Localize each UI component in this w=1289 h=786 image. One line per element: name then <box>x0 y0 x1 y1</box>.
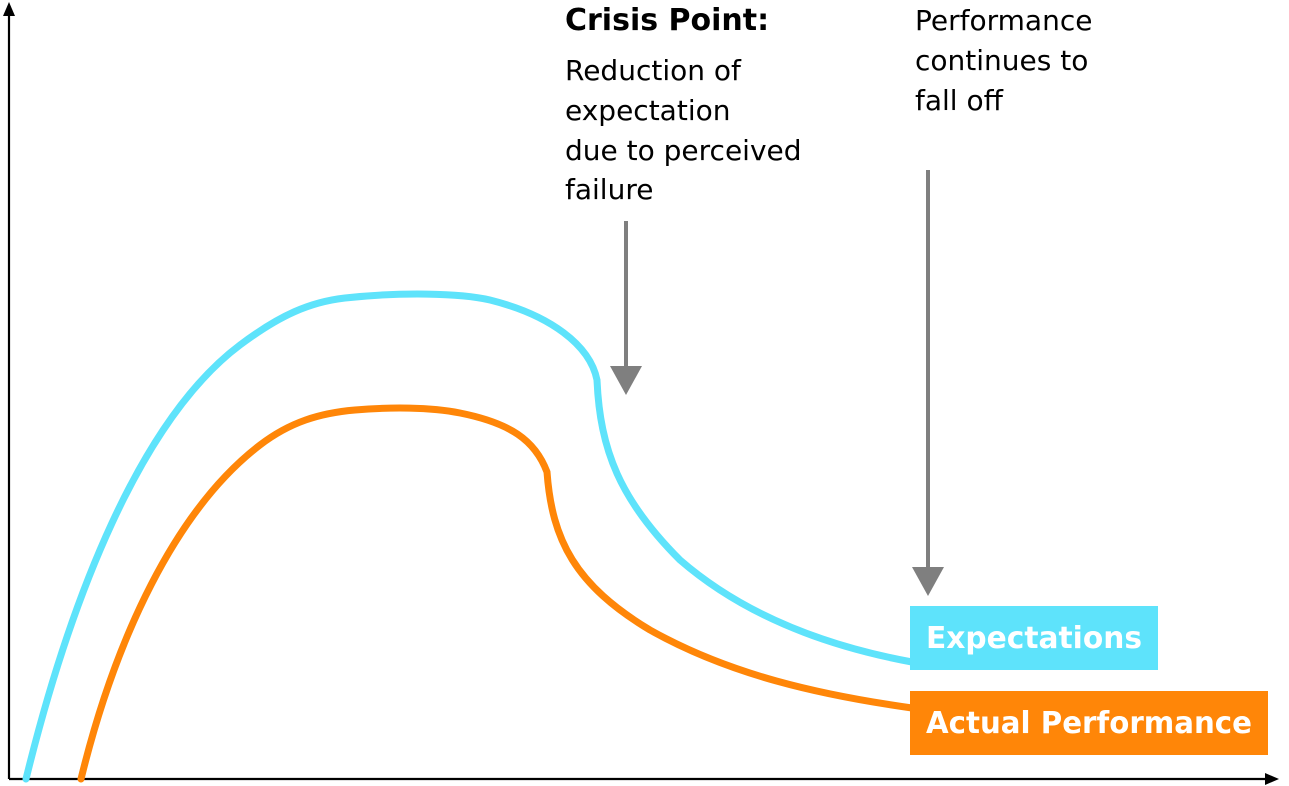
falloff-line-2: continues to <box>915 44 1088 77</box>
crisis-arrow <box>610 221 642 395</box>
actual-performance-label-box <box>910 691 1268 755</box>
crisis-arrow-head <box>610 366 642 395</box>
falloff-line-1: Performance <box>915 4 1092 37</box>
falloff-annotation: Performance continues to fall off <box>915 4 1092 117</box>
crisis-line-2: expectation <box>565 94 730 127</box>
expectations-label-text: Expectations <box>926 621 1142 656</box>
falloff-line-3: fall off <box>915 84 1004 117</box>
falloff-arrow <box>912 170 944 596</box>
falloff-arrow-head <box>912 567 944 596</box>
crisis-line-4: failure <box>565 173 653 206</box>
crisis-annotation: Crisis Point: Reduction of expectation d… <box>565 3 802 206</box>
expectations-label-box <box>910 606 1158 670</box>
y-axis-arrowhead <box>3 2 15 16</box>
x-axis-arrowhead <box>1265 773 1279 785</box>
crisis-line-1: Reduction of <box>565 54 742 87</box>
actual-performance-label: Actual Performance <box>910 691 1268 755</box>
crisis-line-3: due to perceived <box>565 134 802 167</box>
expectations-curve <box>22 290 916 783</box>
axes <box>3 2 1279 785</box>
actual-performance-label-text: Actual Performance <box>926 706 1252 741</box>
crisis-title: Crisis Point: <box>565 3 769 38</box>
actual-performance-curve <box>77 404 916 783</box>
expectations-label: Expectations <box>910 606 1158 670</box>
